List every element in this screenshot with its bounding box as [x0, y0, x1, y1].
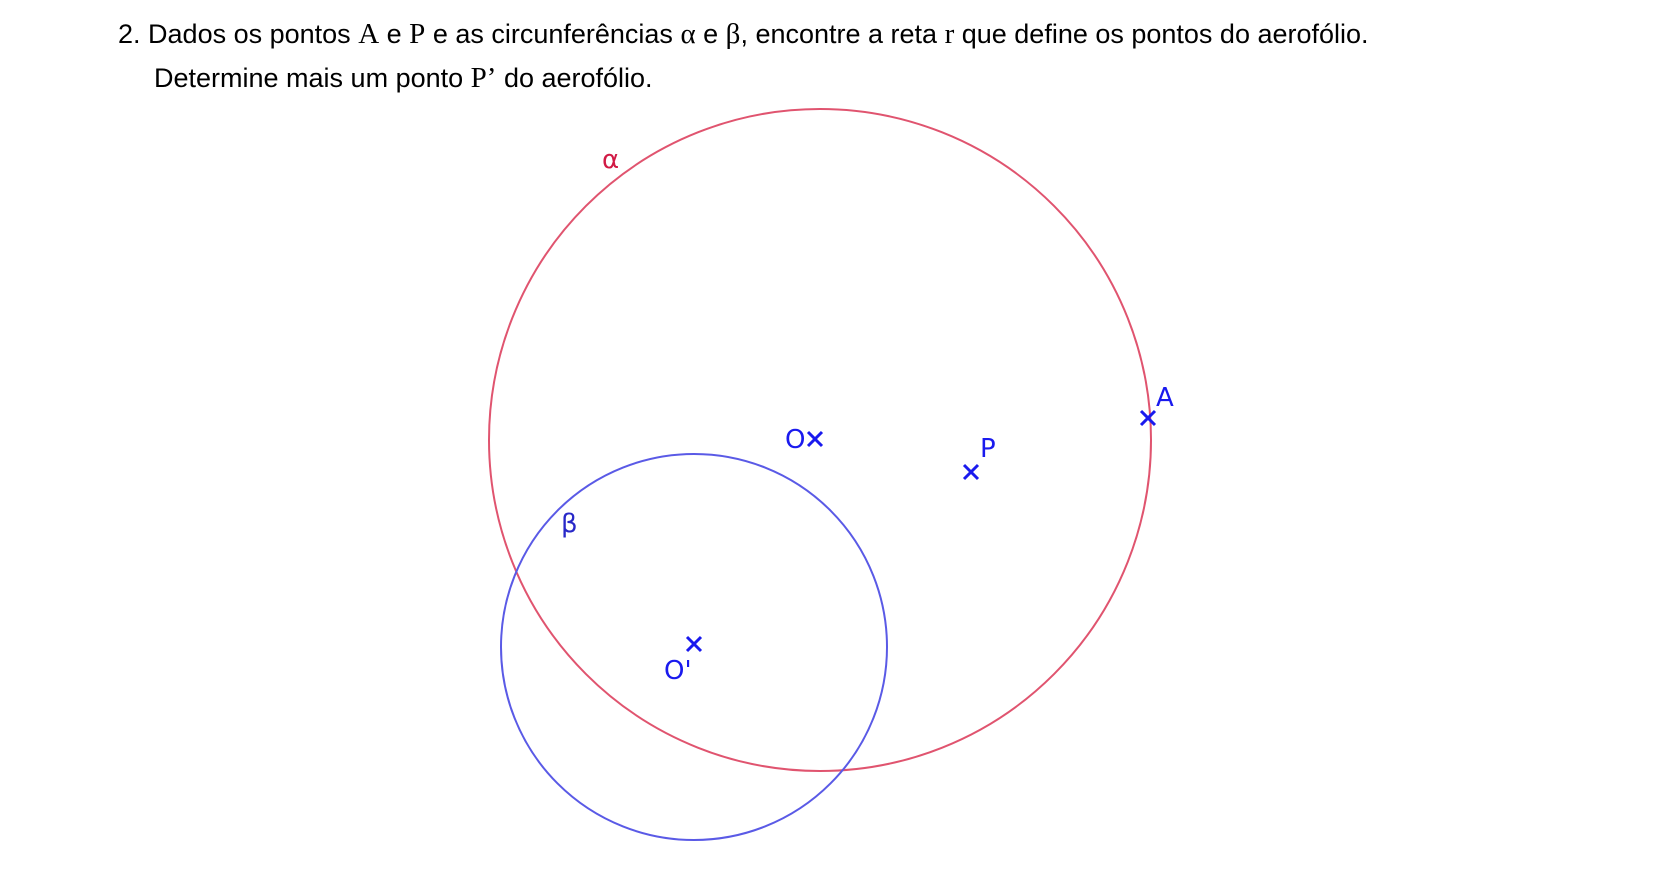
point-o-label: O — [785, 425, 805, 455]
line1-part-4: e as circunferências — [425, 19, 681, 49]
point-o-marker — [806, 430, 824, 448]
line2-part-2: do aerofólio. — [496, 63, 653, 93]
line1-part-8: , encontre a reta — [740, 19, 945, 49]
line1-part-3: P — [409, 18, 426, 50]
line1-part-7: β — [725, 18, 741, 50]
point-a: A — [1139, 383, 1174, 427]
line1-part-1: A — [358, 18, 380, 50]
line1-part-5: α — [680, 18, 696, 50]
line1-part-10: que define os pontos do aerofólio. — [954, 19, 1369, 49]
point-o: O — [785, 425, 824, 455]
point-a-label: A — [1156, 383, 1174, 413]
problem-line-1-text: Dados os pontos A e P e as circunferênci… — [148, 18, 1369, 50]
point-p-label: P — [980, 434, 996, 464]
point-o-prime: O' — [664, 635, 703, 686]
problem-line-2: Determine mais um ponto P’ do aerofólio. — [118, 56, 1618, 100]
problem-statement: 2. Dados os pontos A e P e as circunferê… — [118, 12, 1618, 100]
point-o-prime-marker — [685, 635, 703, 653]
point-p-marker — [962, 463, 980, 481]
line2-part-1: P’ — [470, 62, 497, 94]
line2-part-0: Determine mais um ponto — [154, 63, 471, 93]
circle-beta — [500, 453, 888, 841]
circle-alpha — [488, 108, 1152, 772]
problem-line-1: 2. Dados os pontos A e P e as circunferê… — [118, 12, 1618, 56]
problem-number: 2. — [118, 19, 141, 49]
circle-alpha-label: α — [602, 145, 619, 175]
circle-beta-label: β — [561, 509, 578, 539]
line1-part-6: e — [695, 19, 726, 49]
point-a-marker — [1139, 409, 1157, 427]
point-o-prime-label: O' — [664, 656, 692, 686]
line1-part-0: Dados os pontos — [148, 19, 359, 49]
line1-part-2: e — [379, 19, 410, 49]
point-p: P — [962, 434, 996, 481]
line1-part-9: r — [944, 18, 955, 50]
